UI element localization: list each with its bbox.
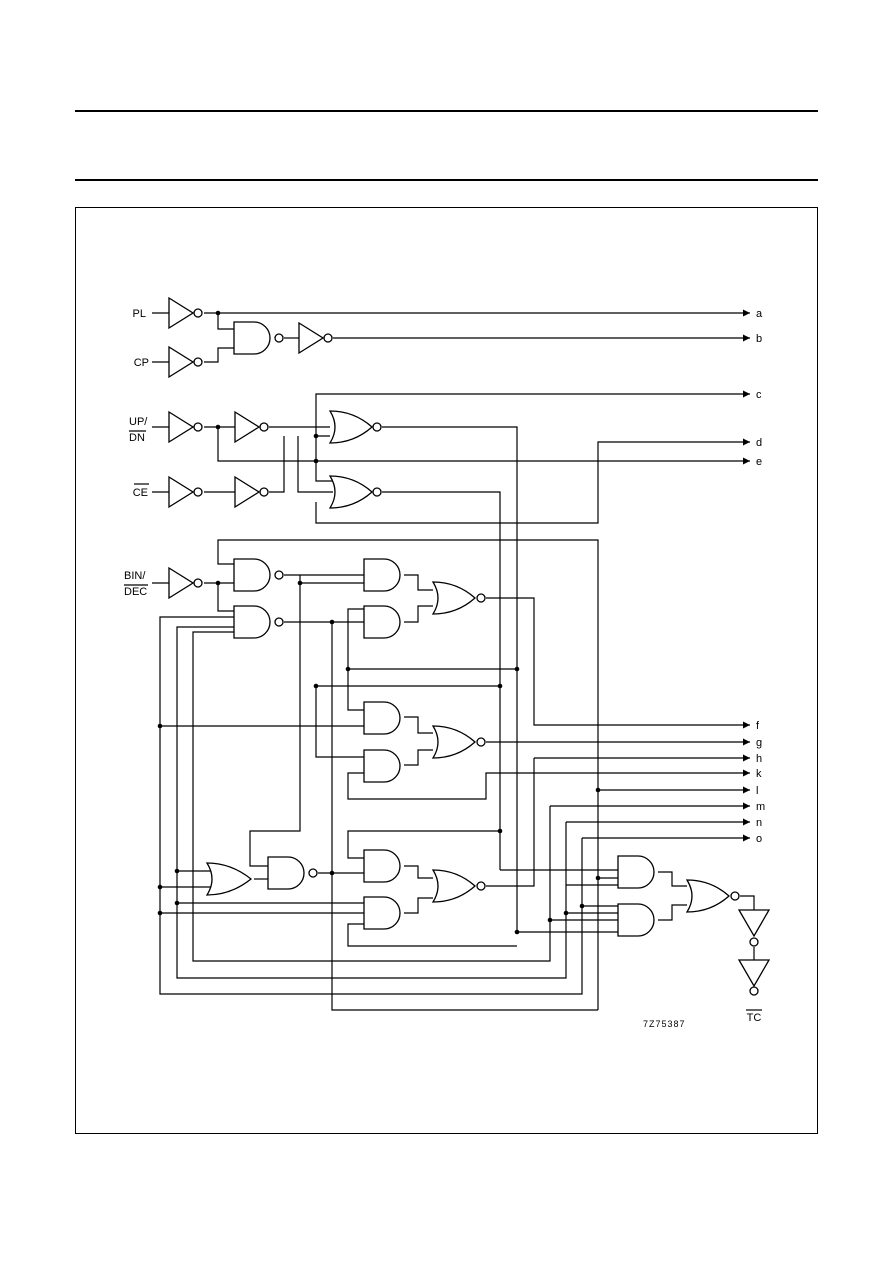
and-gate-2a	[363, 701, 401, 735]
input-label-up: UP/	[129, 416, 148, 428]
figure-code: 7Z75387	[643, 1019, 686, 1029]
output-label-a: a	[756, 308, 763, 320]
nor-gate-lower	[328, 475, 382, 509]
output-label-g: g	[756, 737, 762, 749]
input-label-bin: BIN/	[124, 570, 146, 582]
output-label-b: b	[756, 333, 762, 345]
input-label-cp: CP	[134, 357, 149, 369]
and-gate-1b	[363, 605, 401, 639]
nand-gate-bin-1	[233, 558, 284, 592]
output-label-h: h	[756, 753, 762, 765]
and-gate-final-1	[617, 855, 655, 889]
output-label-e: e	[756, 456, 762, 468]
output-label-tc: TC	[747, 1012, 762, 1024]
inverter-b	[298, 321, 333, 355]
nor-gate-upper	[328, 410, 382, 444]
and-gate-1a	[363, 558, 401, 592]
and-gate-2b	[363, 749, 401, 783]
or-gate-lower	[205, 862, 253, 896]
header-rule-top	[75, 110, 818, 112]
output-label-l: l	[756, 785, 758, 797]
input-label-ce: CE	[133, 487, 148, 499]
output-label-f: f	[756, 720, 760, 732]
junction-dots	[157, 310, 601, 935]
nor-gate-final	[685, 879, 740, 913]
output-label-d: d	[756, 437, 762, 449]
nand-gate-pl-cp	[233, 321, 284, 355]
diagram-frame	[75, 207, 818, 1134]
output-label-c: c	[756, 389, 762, 401]
inverter-ce	[168, 475, 203, 509]
nor-gate-f	[431, 581, 486, 615]
inverter-tc-1	[737, 909, 771, 947]
nand-gate-lower	[267, 856, 318, 890]
inverter-ce-2	[234, 475, 269, 509]
inverter-cp	[168, 345, 203, 379]
inverter-pl	[168, 296, 203, 330]
wiring	[152, 309, 755, 1011]
input-label-dn: DN	[129, 432, 145, 444]
output-label-o: o	[756, 833, 762, 845]
and-gate-3a	[363, 849, 401, 883]
input-label-pl: PL	[133, 308, 146, 320]
output-label-n: n	[756, 817, 762, 829]
inverter-tc-2	[737, 959, 771, 996]
header-rule-bottom	[75, 179, 818, 181]
inverter-updn-2	[234, 410, 269, 444]
nand-gate-bin-2	[233, 605, 284, 639]
nor-gate-g	[431, 725, 486, 759]
output-label-m: m	[756, 801, 765, 813]
nor-gate-3	[431, 869, 486, 903]
output-label-k: k	[756, 768, 762, 780]
and-gate-final-2	[617, 903, 655, 937]
and-gate-3b	[363, 896, 401, 930]
input-label-dec: DEC	[124, 586, 147, 598]
inverter-bin-dec	[168, 566, 203, 600]
inverter-updn	[168, 410, 203, 444]
